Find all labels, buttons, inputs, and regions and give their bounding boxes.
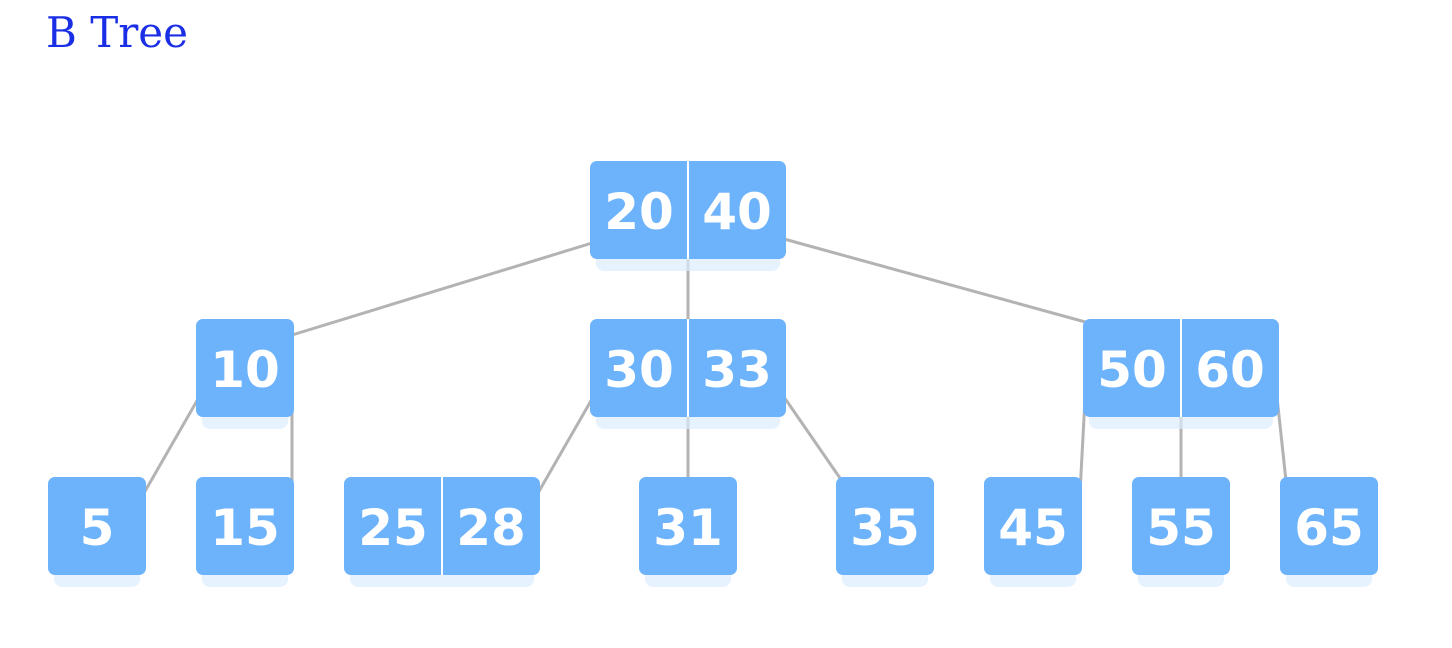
tree-edge <box>536 398 594 494</box>
tree-node: 35 <box>836 477 934 587</box>
tree-edge <box>782 396 844 482</box>
tree-node: 10 <box>196 319 294 429</box>
node-box <box>196 477 294 575</box>
tree-node: 15 <box>196 477 294 587</box>
node-key: 40 <box>702 183 772 241</box>
tree-edge <box>142 398 200 494</box>
node-key: 10 <box>210 341 280 399</box>
node-key: 33 <box>702 341 772 399</box>
node-box <box>1132 477 1230 575</box>
node-box <box>1280 477 1378 575</box>
node-box <box>984 477 1082 575</box>
node-key: 35 <box>850 499 920 557</box>
node-key: 20 <box>604 183 674 241</box>
tree-node: 65 <box>1280 477 1378 587</box>
node-key: 5 <box>80 499 115 557</box>
node-key: 65 <box>1294 499 1364 557</box>
tree-edge <box>291 241 593 337</box>
tree-node: 31 <box>639 477 737 587</box>
tree-node: 50 60 <box>1083 319 1279 429</box>
tree-node: 5 <box>48 477 146 587</box>
tree-edge <box>783 237 1090 325</box>
node-key: 31 <box>653 499 723 557</box>
node-key: 25 <box>358 499 428 557</box>
node-box <box>48 477 146 575</box>
page-title: B Tree <box>46 8 189 57</box>
tree-node: 55 <box>1132 477 1230 587</box>
node-key: 50 <box>1097 341 1167 399</box>
node-key: 30 <box>604 341 674 399</box>
tree-node: 30 33 <box>590 319 786 429</box>
tree-node: 25 28 <box>344 477 540 587</box>
node-key: 55 <box>1146 499 1216 557</box>
tree-node: 45 <box>984 477 1082 587</box>
node-box <box>639 477 737 575</box>
node-key: 15 <box>210 499 280 557</box>
node-key: 45 <box>998 499 1068 557</box>
tree-edge <box>1078 398 1087 494</box>
node-key: 60 <box>1195 341 1265 399</box>
node-box <box>196 319 294 417</box>
node-box <box>836 477 934 575</box>
node-key: 28 <box>456 499 526 557</box>
